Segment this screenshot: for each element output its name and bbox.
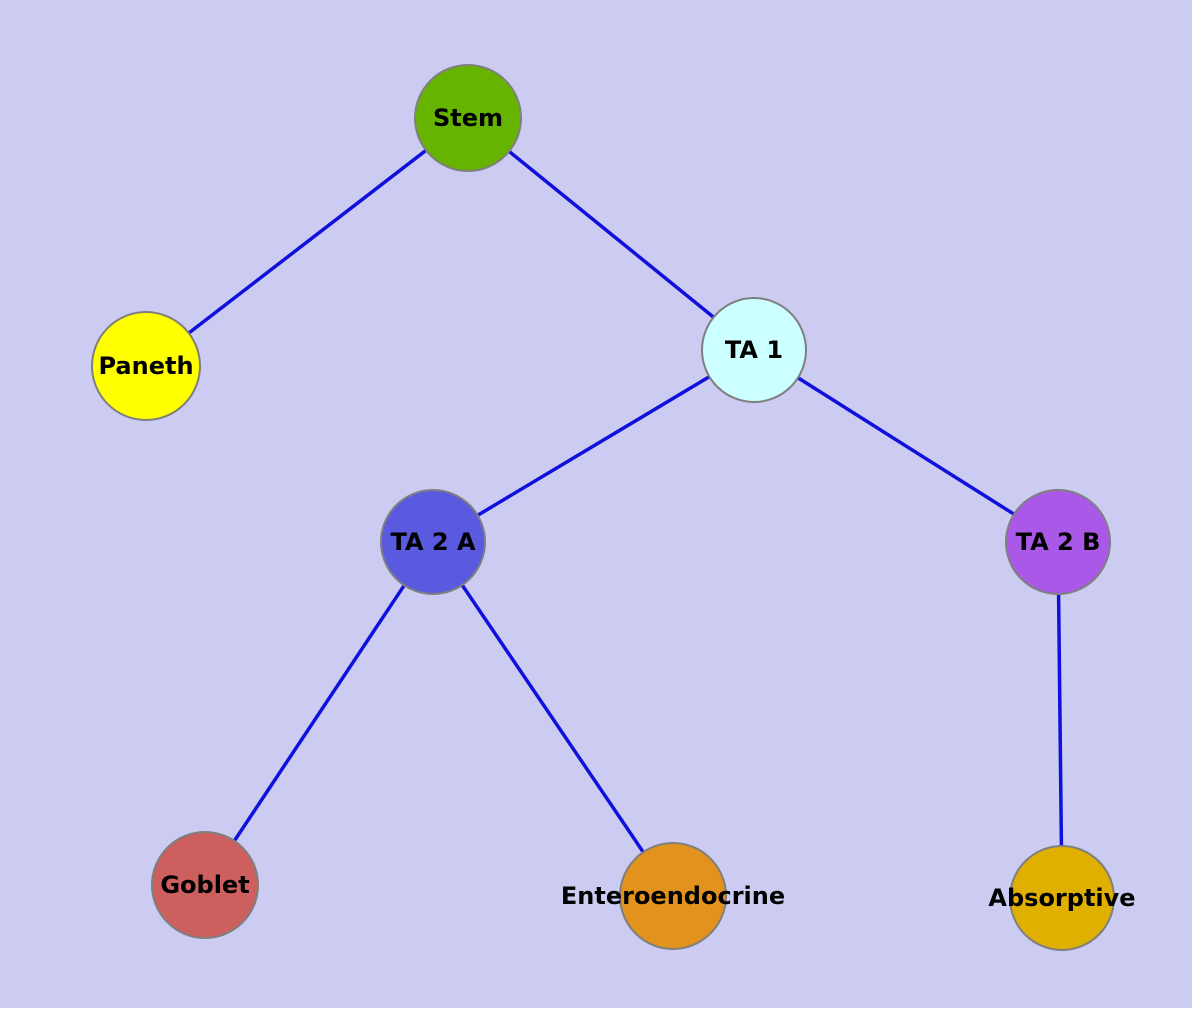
edge-ta1-ta2a[interactable] <box>432 348 755 544</box>
node-stem[interactable]: Stem <box>414 64 522 172</box>
node-circle-stem[interactable] <box>414 64 522 172</box>
node-goblet[interactable]: Goblet <box>151 831 259 939</box>
node-ta2a[interactable]: TA 2 A <box>380 489 486 595</box>
edge-stem-paneth[interactable] <box>144 116 470 368</box>
edge-ta2b-absorptive[interactable] <box>1056 541 1064 899</box>
node-circle-enteroendocrine[interactable] <box>619 842 727 950</box>
node-ta1[interactable]: TA 1 <box>701 297 807 403</box>
node-circle-ta2a[interactable] <box>380 489 486 595</box>
bottom-strip <box>0 1008 1192 1023</box>
node-circle-ta1[interactable] <box>701 297 807 403</box>
node-paneth[interactable]: Paneth <box>91 311 201 421</box>
edge-ta2a-goblet[interactable] <box>203 541 435 886</box>
edge-ta1-ta2b[interactable] <box>753 348 1059 544</box>
node-circle-absorptive[interactable] <box>1009 845 1115 951</box>
node-ta2b[interactable]: TA 2 B <box>1005 489 1111 595</box>
node-circle-ta2b[interactable] <box>1005 489 1111 595</box>
node-circle-paneth[interactable] <box>91 311 201 421</box>
node-circle-goblet[interactable] <box>151 831 259 939</box>
edge-ta2a-enteroendocrine[interactable] <box>431 541 675 897</box>
edge-stem-ta1[interactable] <box>466 116 756 352</box>
